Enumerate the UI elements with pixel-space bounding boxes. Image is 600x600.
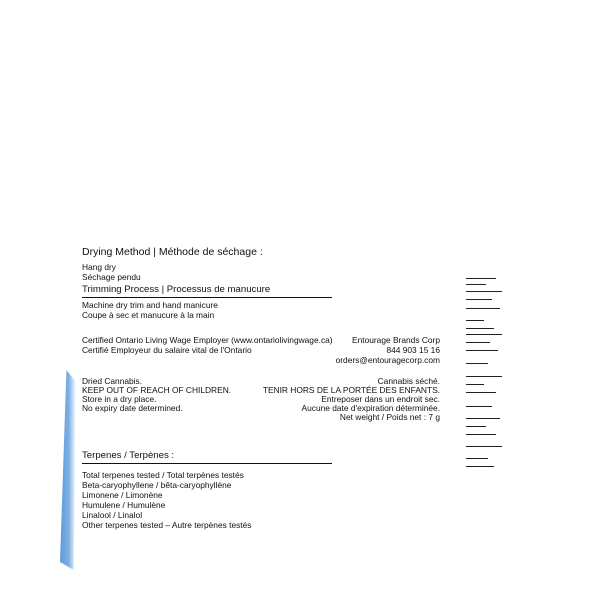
barcode-stroke	[466, 320, 484, 321]
company-email: orders@entouragecorp.com	[335, 355, 440, 365]
warning-right-5: Net weight / Poids net : 7 g	[339, 412, 440, 422]
warning-left-3: Store in a dry place.	[82, 394, 157, 404]
warning-left-4: No expiry date determined.	[82, 403, 183, 413]
barcode-stroke	[466, 376, 502, 377]
barcode-stroke	[466, 426, 486, 427]
barcode-stroke	[466, 334, 502, 335]
trimming-line-1: Machine dry trim and hand manicure	[82, 300, 218, 310]
warning-right-3: Entreposer dans un endroit sec.	[321, 394, 440, 404]
terpene-line-6: Other terpenes tested – Autre terpènes t…	[82, 520, 252, 530]
terpenes-heading: Terpenes / Terpènes :	[82, 450, 175, 461]
barcode-stroke	[466, 434, 496, 435]
barcode-stroke	[466, 458, 488, 459]
barcode-stroke	[466, 446, 502, 447]
barcode-stroke	[466, 350, 498, 351]
barcode-stroke	[466, 342, 490, 343]
company-phone: 844 903 15 16	[386, 345, 440, 355]
employer-line-2: Certifié Employeur du salaire vital de l…	[82, 345, 252, 355]
terpene-line-2: Beta-caryophyllene / bêta-caryophyllène	[82, 480, 232, 490]
barcode-stroke	[466, 284, 486, 285]
barcode-stroke	[466, 278, 496, 279]
barcode-stroke	[466, 406, 492, 407]
trimming-rule	[82, 297, 332, 299]
trimming-line-2: Coupe à sec et manucure à la main	[82, 310, 215, 320]
terpene-line-5: Linalool / Linalol	[82, 510, 143, 520]
barcode-stroke	[466, 308, 500, 309]
drying-method-heading: Drying Method | Méthode de séchage :	[82, 246, 263, 258]
barcode-stroke	[466, 291, 502, 292]
trimming-process-heading: Trimming Process | Processus de manucure	[82, 284, 271, 295]
barcode-stroke	[466, 328, 494, 329]
terpenes-rule	[82, 463, 332, 465]
product-label: Drying Method | Méthode de séchage : Han…	[66, 236, 536, 536]
barcode-stroke	[466, 466, 494, 467]
company-name: Entourage Brands Corp	[352, 335, 440, 345]
warning-right-4: Aucune date d'expiration déterminée.	[301, 403, 440, 413]
barcode-fragment	[466, 268, 506, 478]
warning-right-2: TENIR HORS DE LA PORTÉE DES ENFANTS.	[262, 385, 440, 395]
terpene-line-1: Total terpenes tested / Total terpènes t…	[82, 470, 244, 480]
barcode-stroke	[466, 384, 484, 385]
barcode-stroke	[466, 363, 488, 364]
barcode-stroke	[466, 299, 492, 300]
drying-line-2: Séchage pendu	[82, 272, 141, 282]
barcode-stroke	[466, 392, 496, 393]
terpene-line-4: Humulene / Humulène	[82, 500, 166, 510]
employer-line-1: Certified Ontario Living Wage Employer (…	[82, 335, 333, 345]
barcode-stroke	[466, 418, 500, 419]
terpene-line-3: Limonene / Limonène	[82, 490, 163, 500]
warning-left-1: Dried Cannabis.	[82, 376, 143, 386]
warning-left-2: KEEP OUT OF REACH OF CHILDREN.	[82, 385, 232, 395]
drying-line-1: Hang dry	[82, 262, 116, 272]
warning-right-1: Cannabis séché.	[377, 376, 440, 386]
